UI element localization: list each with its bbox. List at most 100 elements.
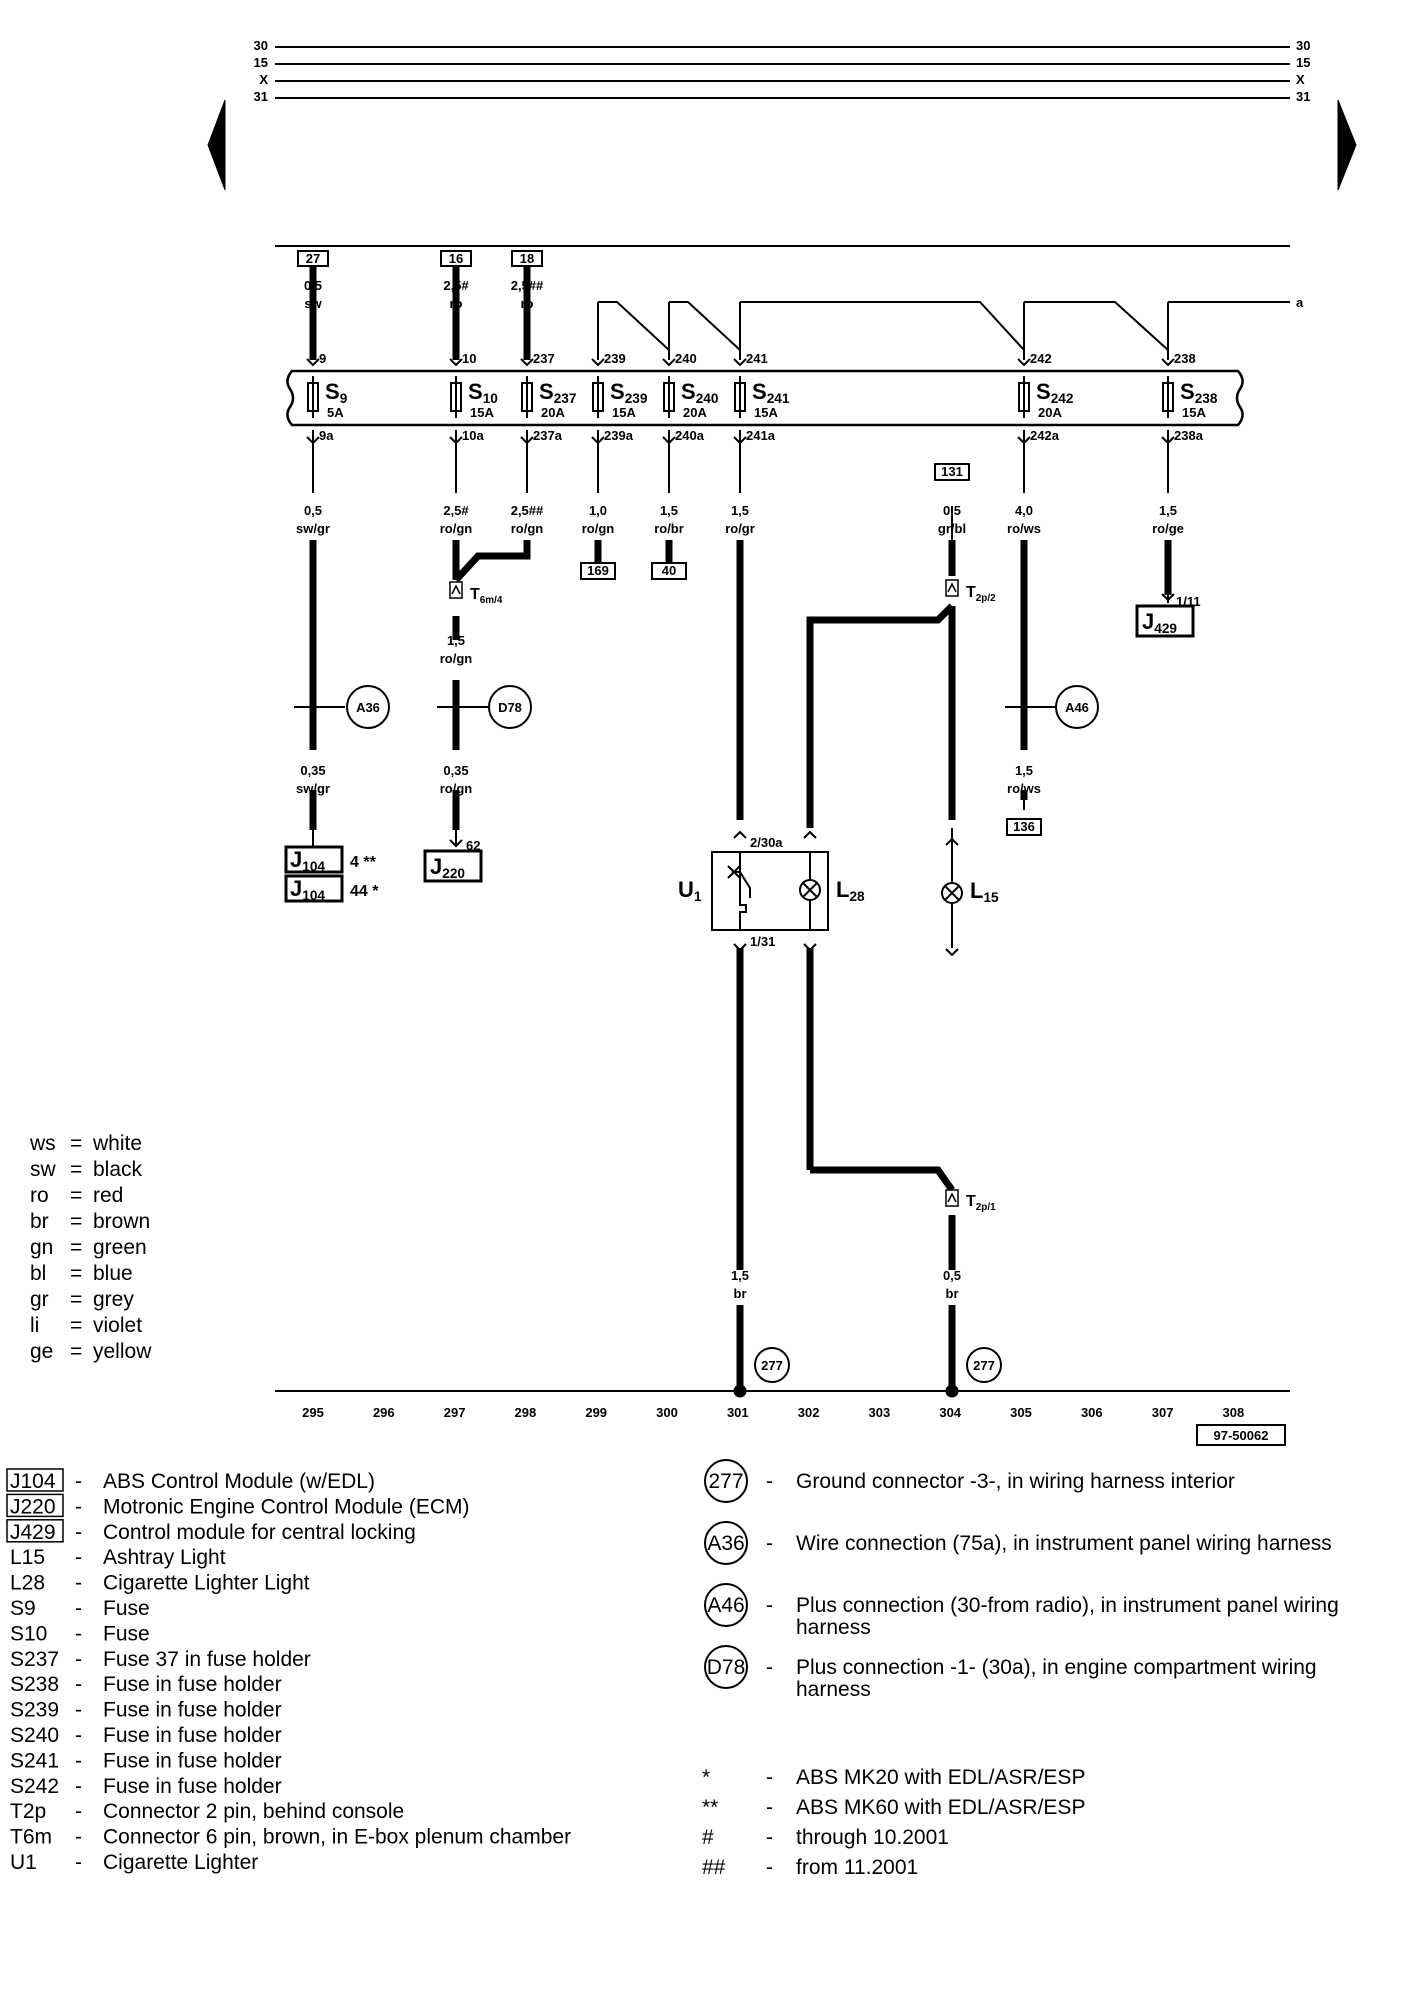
legend-code: S10 [10, 1622, 47, 1645]
legend-desc: Ashtray Light [103, 1546, 226, 1569]
color-key-name: yellow [93, 1340, 152, 1363]
wire-color: ro/ws [1007, 781, 1041, 796]
legend-dash: - [766, 1766, 773, 1789]
fuse-rating: 15A [1182, 405, 1206, 420]
fuse-bottom-pin: 238a [1174, 428, 1204, 443]
ground-circle [966, 1347, 1002, 1383]
bus-label-left: 15 [254, 55, 268, 70]
legend-desc: Motronic Engine Control Module (ECM) [103, 1495, 469, 1518]
color-key-abbr: bl [30, 1262, 46, 1285]
wire-size: 2,5# [443, 503, 469, 518]
wire-color: ro/gn [440, 521, 473, 536]
bus-label-right: 31 [1296, 89, 1310, 104]
color-key-eq: = [70, 1288, 82, 1311]
bus-label-left: 31 [254, 89, 268, 104]
fuse-rating: 5A [327, 405, 344, 420]
diagram-id-box [1196, 1424, 1286, 1446]
component-label: L15 [970, 878, 999, 905]
legend-code: J104 [10, 1470, 56, 1493]
wire-size: 4,0 [1015, 503, 1033, 518]
color-key-abbr: gn [30, 1236, 53, 1259]
legend-code: J429 [10, 1521, 56, 1544]
column-number: 296 [373, 1405, 395, 1420]
module-label: J104 [290, 847, 325, 874]
legend-desc: Fuse in fuse holder [103, 1699, 282, 1722]
legend-circle [704, 1521, 748, 1565]
branch-label: a [1296, 295, 1304, 310]
color-key-abbr: ws [29, 1132, 56, 1155]
fuse-top-pin: 9 [319, 351, 326, 366]
module-box [284, 874, 344, 903]
legend-desc: Wire connection (75a), in instrument pan… [796, 1532, 1332, 1555]
fuse-bottom-pin: 9a [319, 428, 334, 443]
column-number: 307 [1152, 1405, 1174, 1420]
fuse-rating: 20A [683, 405, 707, 420]
legend-dash: - [75, 1572, 82, 1595]
component-label: L28 [836, 877, 865, 904]
legend-code: U1 [10, 1851, 37, 1874]
legend-desc: harness [796, 1616, 871, 1639]
note-desc: through 10.2001 [796, 1826, 949, 1849]
legend-circle-label: A46 [707, 1594, 744, 1617]
legend-circle-label: 277 [708, 1470, 743, 1493]
color-key-name: black [93, 1158, 143, 1181]
legend-dash: - [766, 1532, 773, 1555]
legend-code: S9 [10, 1597, 36, 1620]
color-key-abbr: ge [30, 1340, 53, 1363]
column-number: 302 [798, 1405, 820, 1420]
legend-dash: - [75, 1495, 82, 1518]
legend-circle [704, 1583, 748, 1627]
wire-size: 0,35 [300, 763, 325, 778]
diagram-static-lines [207, 46, 1357, 1398]
legend-dash: - [766, 1826, 773, 1849]
legend-desc: Connector 2 pin, behind console [103, 1800, 404, 1823]
legend-desc: Fuse in fuse holder [103, 1749, 282, 1772]
ref-box [934, 463, 970, 481]
note-desc: ABS MK60 with EDL/ASR/ESP [796, 1796, 1085, 1819]
fuse-rating: 20A [1038, 405, 1062, 420]
fuse-top-pin: 238 [1174, 351, 1196, 366]
splice-label: A46 [1065, 700, 1089, 715]
ref-box [297, 250, 329, 267]
fuse-top-pin: 239 [604, 351, 626, 366]
legend-code: S238 [10, 1673, 59, 1696]
color-key-eq: = [70, 1262, 82, 1285]
column-number: 306 [1081, 1405, 1103, 1420]
wire-color: ro/gn [582, 521, 615, 536]
wire-size: 0,5 [304, 278, 322, 293]
column-number: 308 [1223, 1405, 1245, 1420]
wire-color: ro/gn [440, 651, 473, 666]
wire-size: 1,5 [447, 633, 465, 648]
color-key-name: green [93, 1236, 147, 1259]
legend-code-box [6, 1468, 64, 1492]
splice-circle [488, 685, 532, 729]
fuse-rating: 15A [470, 405, 494, 420]
fuse-label: S241 [752, 379, 790, 406]
fuse-rating: 15A [754, 405, 778, 420]
wire-size: 0,35 [443, 763, 468, 778]
connector-label: T2p/2 [966, 584, 996, 604]
legend-desc: Plus connection -1- (30a), in engine com… [796, 1656, 1317, 1679]
color-key-abbr: li [30, 1314, 39, 1337]
splice-label: A36 [356, 700, 380, 715]
bus-label-left: 30 [254, 38, 268, 53]
ref-number: 169 [587, 563, 609, 578]
color-key-name: red [93, 1184, 123, 1207]
module-pin: 62 [466, 838, 480, 853]
legend-circle [704, 1645, 748, 1689]
fuse-label: S239 [610, 379, 648, 406]
wire-size: 1,5 [731, 503, 749, 518]
legend-code: L15 [10, 1546, 45, 1569]
wire-color: br [946, 1286, 959, 1301]
color-key-eq: = [70, 1236, 82, 1259]
legend-desc: Fuse in fuse holder [103, 1775, 282, 1798]
wire-size: 2,5# [443, 278, 469, 293]
ref-box [511, 250, 543, 267]
ref-box [651, 562, 687, 580]
ref-number: 27 [306, 251, 320, 266]
legend-desc: Plus connection (30-from radio), in inst… [796, 1594, 1339, 1617]
note-desc: from 11.2001 [796, 1856, 918, 1879]
fuse-top-pin: 240 [675, 351, 697, 366]
fuse-top-pin: 237 [533, 351, 555, 366]
wire-color: ro/gn [440, 781, 473, 796]
